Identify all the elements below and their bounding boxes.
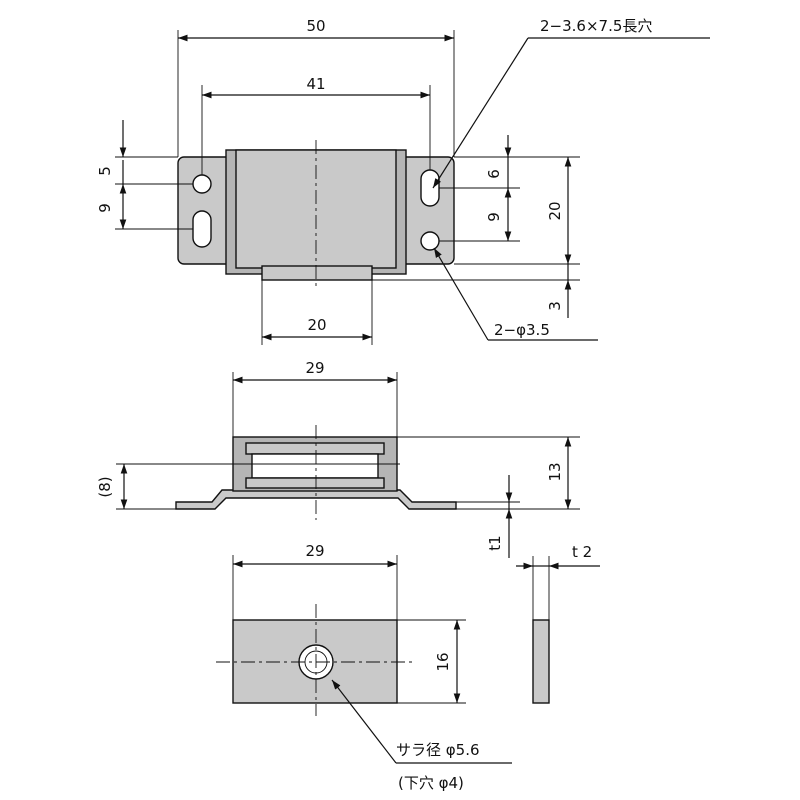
- note-slot: 2−3.6×7.5長穴: [540, 17, 652, 35]
- dim-right-hole-pitch: 9: [485, 212, 503, 222]
- dim-hole-pitch: 41: [306, 75, 325, 93]
- dim-left-slot-pitch: 9: [96, 203, 114, 213]
- note-pilot-hole: (下穴 φ4): [398, 774, 464, 792]
- plate-dim-height: 16: [434, 652, 452, 671]
- top-view-bottom-tab: [261, 265, 373, 281]
- side-dim-paren: (8): [96, 476, 114, 497]
- side-view: 29 (8) 13 t1: [96, 359, 580, 558]
- note-countersink: サラ径 φ5.6: [396, 741, 480, 759]
- plate-dim-width: 29: [305, 542, 324, 560]
- right-slot: [420, 169, 440, 207]
- dim-right-slot-offset: 6: [485, 169, 503, 179]
- top-view: 50 41 20 5 9 6 9 20 3 2−3.6×7.5長穴: [96, 17, 710, 345]
- dim-bottom-offset: 3: [546, 301, 564, 311]
- side-dim-height: 13: [546, 462, 564, 481]
- note-hole: 2−φ3.5: [494, 321, 550, 339]
- dim-overall-height: 20: [546, 201, 564, 220]
- side-view-magnet-mid: [251, 453, 379, 479]
- right-round-hole: [420, 231, 440, 251]
- side-dim-thickness: t1: [486, 535, 504, 550]
- dim-left-top-offset: 5: [96, 166, 114, 176]
- left-round-hole: [192, 174, 212, 194]
- plate-dim-thickness: t 2: [572, 543, 592, 561]
- side-dim-width: 29: [305, 359, 324, 377]
- plate-edge-view: [532, 619, 550, 704]
- left-slot: [192, 210, 212, 248]
- dim-overall-width: 50: [306, 17, 325, 35]
- side-view-magnet-bottom: [245, 477, 385, 489]
- side-view-magnet-top: [245, 442, 385, 455]
- plate-view: 29 16 t 2 サラ径 φ5.6 (下穴 φ4): [216, 542, 600, 792]
- dim-body-bottom-width: 20: [307, 316, 326, 334]
